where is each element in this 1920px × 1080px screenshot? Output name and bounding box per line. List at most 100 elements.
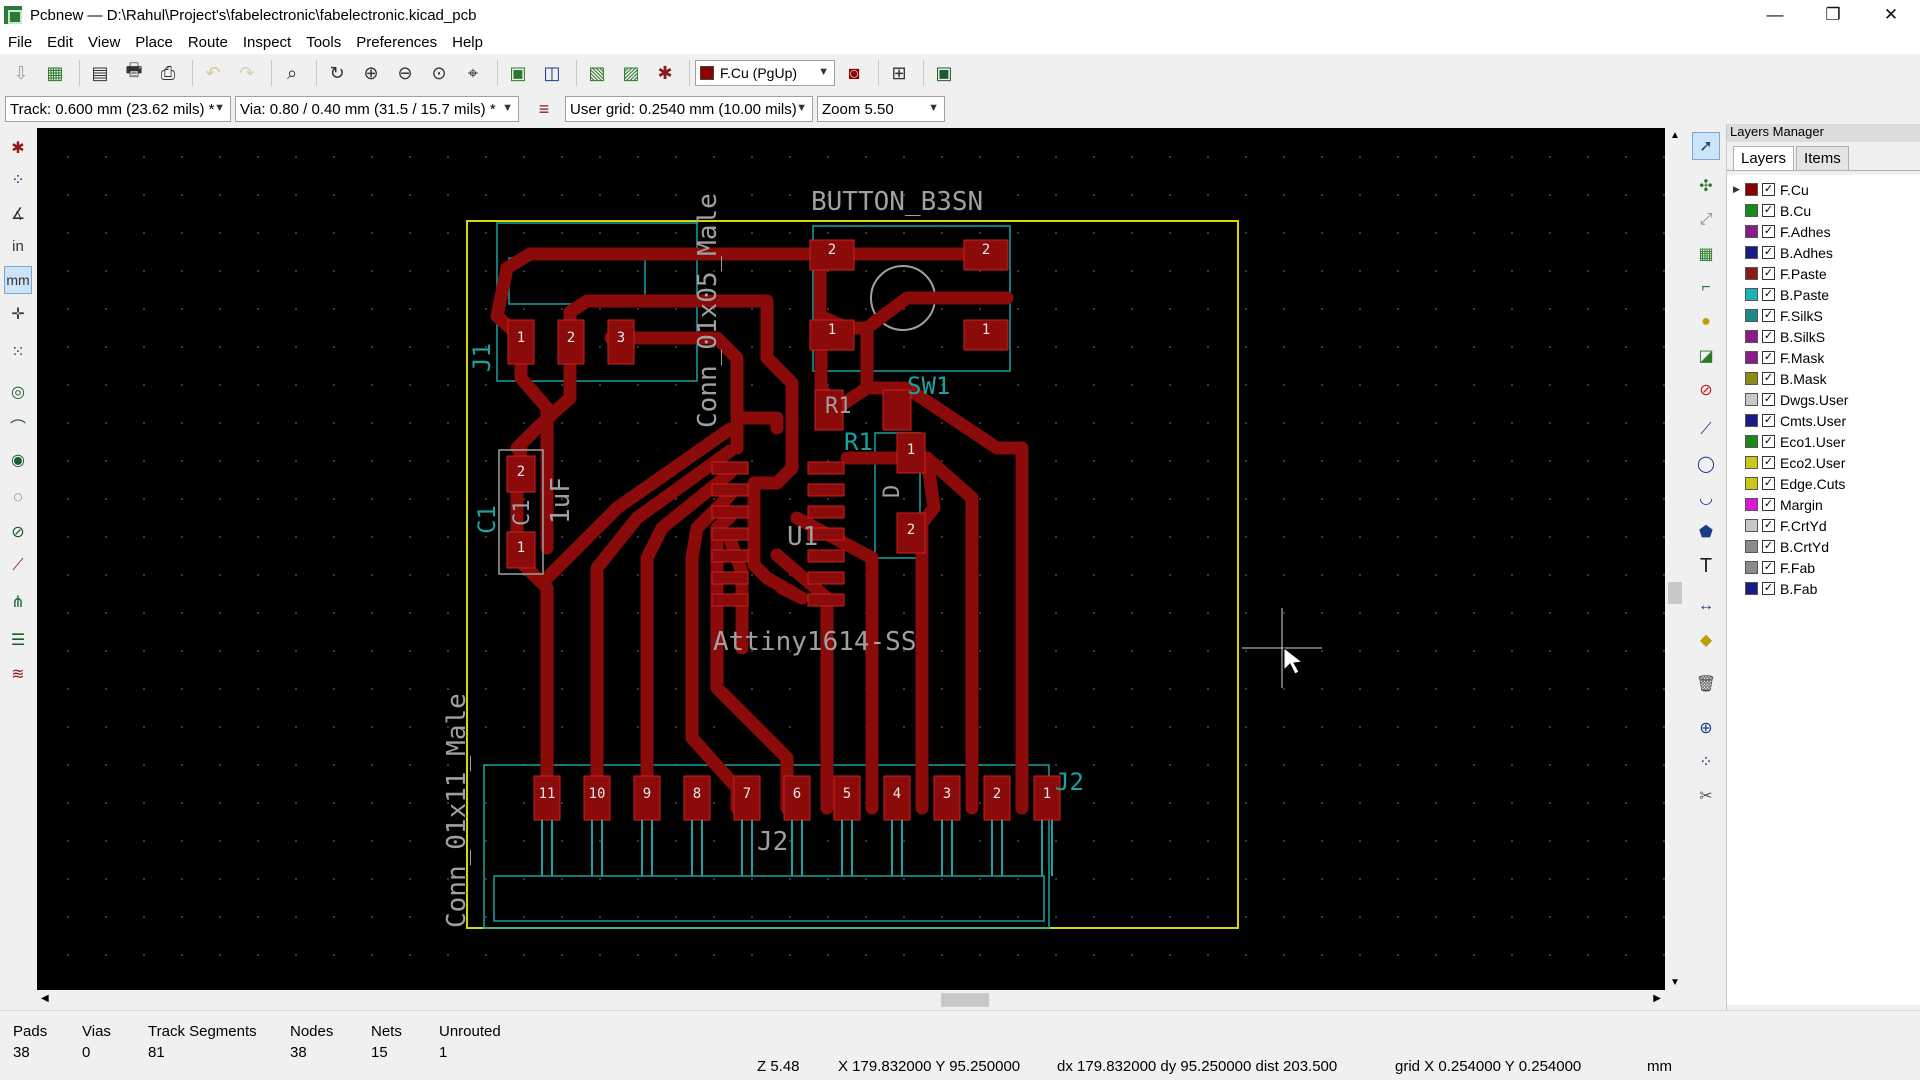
layer-row[interactable]: ✓Eco2.User [1727, 452, 1920, 473]
horizontal-scroll-thumb[interactable] [941, 993, 989, 1007]
layer-row[interactable]: ✓Eco1.User [1727, 431, 1920, 452]
scripting-console-icon[interactable]: ▣ [935, 62, 953, 83]
layer-visibility-checkbox[interactable]: ✓ [1762, 456, 1775, 469]
polar-coords-icon[interactable]: ∡ [10, 206, 26, 223]
layer-color-swatch[interactable] [1745, 204, 1758, 217]
layer-color-swatch[interactable] [1745, 498, 1758, 511]
scroll-right-icon[interactable]: ▶ [1653, 993, 1661, 1004]
layer-color-swatch[interactable] [1745, 372, 1758, 385]
layer-row[interactable]: ✓F.Paste [1727, 263, 1920, 284]
layer-visibility-checkbox[interactable]: ✓ [1762, 204, 1775, 217]
footprint-editor-icon[interactable]: ▣ [509, 62, 527, 83]
layer-row[interactable]: ✓B.Adhes [1727, 242, 1920, 263]
set-origin-icon[interactable]: ⊕ [1699, 720, 1713, 737]
layer-color-swatch[interactable] [1745, 414, 1758, 427]
layer-row[interactable]: ✓B.Paste [1727, 284, 1920, 305]
menu-place[interactable]: Place [135, 33, 173, 51]
layer-row[interactable]: ✓F.CrtYd [1727, 515, 1920, 536]
layer-row[interactable]: ✓B.CrtYd [1727, 536, 1920, 557]
zone-display-icon[interactable]: ◉ [11, 452, 25, 469]
layer-color-swatch[interactable] [1745, 288, 1758, 301]
layer-row[interactable]: ✓F.Adhes [1727, 221, 1920, 242]
grid-select[interactable]: User grid: 0.2540 mm (10.00 mils) ▼ [565, 96, 813, 122]
show-ratsnest-icon[interactable]: ◎ [11, 384, 25, 401]
add-circle-icon[interactable]: ◯ [1697, 456, 1715, 473]
auto-track-width-icon[interactable]: ≡ [538, 98, 550, 119]
menu-tools[interactable]: Tools [306, 33, 342, 51]
layer-color-swatch[interactable] [1745, 246, 1758, 259]
vertical-scroll-thumb[interactable] [1668, 582, 1682, 604]
close-button[interactable]: ✕ [1883, 5, 1899, 24]
layer-color-swatch[interactable] [1745, 456, 1758, 469]
drc-icon[interactable]: ✱ [657, 62, 673, 83]
highlight-net-icon[interactable]: ✣ [1699, 178, 1713, 195]
layer-visibility-checkbox[interactable]: ✓ [1762, 393, 1775, 406]
update-pcb-icon[interactable]: ▨ [622, 62, 640, 83]
track-width-select[interactable]: Track: 0.600 mm (23.62 mils) * ▼ [5, 96, 231, 122]
layer-visibility-checkbox[interactable]: ✓ [1762, 477, 1775, 490]
track-sketch-icon[interactable]: ⟋ [12, 557, 24, 574]
zoom-out-icon[interactable]: ⊖ [397, 62, 413, 83]
layer-color-swatch[interactable] [1745, 519, 1758, 532]
horizontal-scrollbar[interactable]: ◀ ▶ [37, 990, 1665, 1010]
save-icon[interactable]: ⇩ [13, 62, 29, 83]
menu-edit[interactable]: Edit [47, 33, 74, 51]
add-arc-icon[interactable]: ◡ [1699, 490, 1713, 507]
layer-row[interactable]: ✓B.Fab [1727, 578, 1920, 599]
layer-visibility-checkbox[interactable]: ✓ [1762, 288, 1775, 301]
pcb-board-drawing[interactable]: BUTTON_B3SN Conn_01x05_Male Conn_01x11_M… [37, 128, 1665, 990]
plot-icon[interactable]: ⎙ [160, 62, 176, 83]
high-contrast-icon[interactable]: ⋔ [11, 594, 25, 611]
zoom-in-icon[interactable]: ⊕ [363, 62, 379, 83]
zoom-select[interactable]: Zoom 5.50 ▼ [817, 96, 945, 122]
layer-row[interactable]: ✓Cmts.User [1727, 410, 1920, 431]
layer-color-swatch[interactable] [1745, 351, 1758, 364]
layer-pair-icon[interactable]: ◙ [848, 62, 860, 83]
active-layer-select[interactable]: F.Cu (PgUp) ▼ [695, 60, 835, 86]
ratsnest-icon[interactable]: ⁙ [11, 344, 25, 361]
menu-inspect[interactable]: Inspect [242, 33, 292, 51]
select-arrow-icon[interactable]: ➚ [1692, 132, 1720, 160]
grid-origin-icon[interactable]: ⁘ [1699, 754, 1713, 771]
layer-row[interactable]: ✓F.Fab [1727, 557, 1920, 578]
layer-color-swatch[interactable] [1745, 561, 1758, 574]
tab-layers[interactable]: Layers [1733, 146, 1795, 170]
layer-color-swatch[interactable] [1745, 225, 1758, 238]
zoom-fit-icon[interactable]: ⊙ [431, 62, 447, 83]
scroll-up-icon[interactable]: ▲ [1670, 130, 1680, 141]
via-sketch-icon[interactable]: ⊘ [11, 524, 25, 541]
add-dimension-icon[interactable]: ↔ [1698, 597, 1714, 614]
layer-visibility-checkbox[interactable]: ✓ [1762, 498, 1775, 511]
layer-row[interactable]: ▶✓F.Cu [1727, 179, 1920, 200]
add-polygon-icon[interactable]: ⬟ [1699, 524, 1713, 541]
add-target-icon[interactable]: ◆ [1699, 632, 1713, 649]
tab-items[interactable]: Items [1796, 146, 1849, 170]
local-ratsnest-icon[interactable]: ⤢ [1699, 211, 1713, 228]
layer-color-swatch[interactable] [1745, 477, 1758, 490]
zoom-selection-icon[interactable]: ⌖ [467, 62, 479, 83]
cursor-shape-icon[interactable]: ✛ [11, 306, 25, 323]
pcb-canvas[interactable]: BUTTON_B3SN Conn_01x05_Male Conn_01x11_M… [37, 128, 1665, 990]
layer-visibility-checkbox[interactable]: ✓ [1762, 372, 1775, 385]
drc-off-icon[interactable]: ✱ [11, 140, 25, 157]
layer-visibility-checkbox[interactable]: ✓ [1762, 309, 1775, 322]
layer-visibility-checkbox[interactable]: ✓ [1762, 351, 1775, 364]
layer-visibility-checkbox[interactable]: ✓ [1762, 582, 1775, 595]
layer-row[interactable]: ✓B.Cu [1727, 200, 1920, 221]
layer-row[interactable]: ✓F.Mask [1727, 347, 1920, 368]
layer-visibility-checkbox[interactable]: ✓ [1762, 414, 1775, 427]
layer-row[interactable]: ✓Margin [1727, 494, 1920, 515]
microwave-icon[interactable]: ≋ [11, 666, 25, 683]
add-footprint-icon[interactable]: ▦ [1698, 246, 1714, 263]
redraw-icon[interactable]: ↻ [329, 62, 345, 83]
layer-visibility-checkbox[interactable]: ✓ [1762, 330, 1775, 343]
menu-help[interactable]: Help [452, 33, 483, 51]
via-size-select[interactable]: Via: 0.80 / 0.40 mm (31.5 / 15.7 mils) *… [235, 96, 519, 122]
pad-sketch-icon[interactable]: ◌ [13, 489, 23, 506]
layer-visibility-checkbox[interactable]: ✓ [1762, 540, 1775, 553]
layer-row[interactable]: ✓Edge.Cuts [1727, 473, 1920, 494]
page-settings-icon[interactable]: ▤ [91, 62, 109, 83]
menu-route[interactable]: Route [187, 33, 228, 51]
layer-visibility-checkbox[interactable]: ✓ [1762, 225, 1775, 238]
keepout-icon[interactable]: ⊘ [1699, 382, 1713, 399]
